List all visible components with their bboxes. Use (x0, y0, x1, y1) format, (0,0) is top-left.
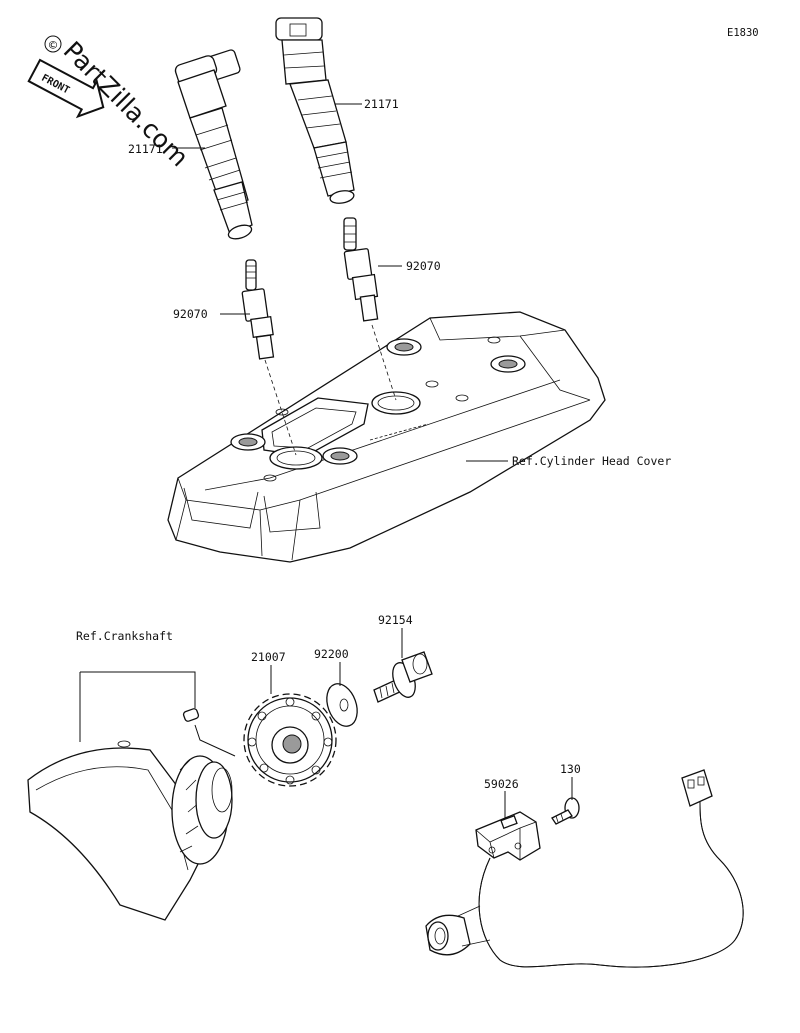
svg-text:©: © (48, 39, 59, 52)
pickup-bolt (551, 797, 580, 825)
ignition-coil-right (275, 17, 355, 204)
label-bolt[interactable]: 92154 (378, 613, 413, 627)
pickup-coil (475, 811, 541, 861)
label-plug-right[interactable]: 92070 (406, 259, 441, 273)
label-coil-right[interactable]: 21171 (364, 97, 399, 111)
crankshaft-assembly (27, 708, 233, 921)
watermark: © PartZilla.com FRONT (27, 35, 194, 172)
label-washer[interactable]: 92200 (314, 647, 349, 661)
spark-plug-right (343, 217, 379, 322)
leader-lines (79, 103, 573, 818)
cylinder-head-cover (167, 311, 606, 563)
label-pickup-bolt[interactable]: 130 (560, 762, 581, 776)
wiring-harness (425, 769, 744, 968)
label-rotor[interactable]: 21007 (251, 650, 286, 664)
ignition-coil-left (174, 49, 253, 240)
washer (326, 683, 358, 727)
front-arrow-icon: FRONT (27, 58, 105, 119)
diagram-code: E1830 (727, 27, 759, 39)
timing-rotor (243, 693, 337, 787)
flywheel-bolt (373, 651, 433, 703)
label-coil-left[interactable]: 21171 (128, 142, 163, 156)
label-ref-crankshaft[interactable]: Ref.Crankshaft (76, 629, 173, 643)
label-plug-left[interactable]: 92070 (173, 307, 208, 321)
label-ref-cylinder-head-cover[interactable]: Ref.Cylinder Head Cover (512, 454, 671, 468)
copyright-icon: © (44, 35, 62, 53)
label-pickup-coil[interactable]: 59026 (484, 777, 519, 791)
spark-plug-left (241, 259, 275, 360)
